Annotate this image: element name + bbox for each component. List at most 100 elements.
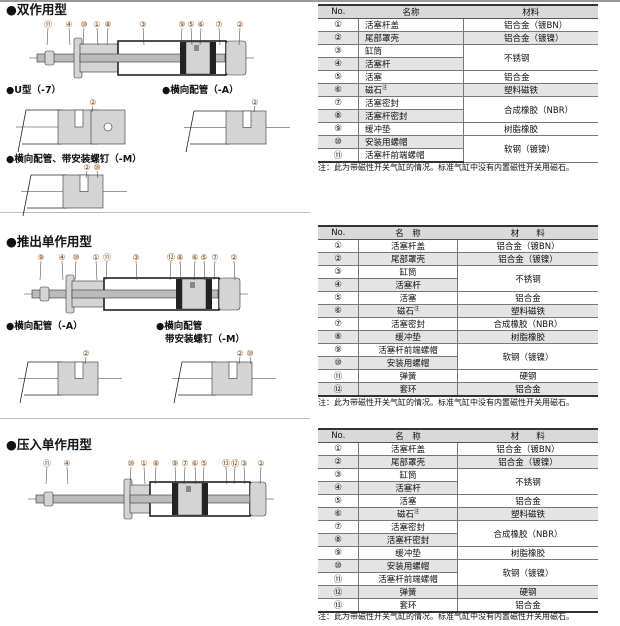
callout-leader xyxy=(174,466,177,485)
callout-leader xyxy=(213,260,216,281)
callout-label: ⑧ xyxy=(176,253,183,262)
part-name: 缸筒 xyxy=(358,265,458,279)
callout-label: ③ xyxy=(240,459,247,468)
part-material: 不锈钢 xyxy=(457,468,598,495)
callout-label: ⑪ xyxy=(103,253,111,262)
part-number: ⑥ xyxy=(318,507,359,521)
callout-leader xyxy=(74,260,77,281)
callout-leader xyxy=(68,27,71,46)
part-number: ⑩ xyxy=(318,559,359,573)
callout-label: ⑪ xyxy=(44,20,52,29)
magnet xyxy=(186,486,191,492)
part-material: 软钢（镀镍） xyxy=(457,343,598,370)
part-material: 软钢（镀镍） xyxy=(463,135,598,163)
part-material: 塑料磁铁 xyxy=(463,83,598,97)
table-note: 注：此为带磁性开关气缸的情况。标准气缸中没有内置磁性开关用磁石。 xyxy=(318,612,574,621)
part-number: ① xyxy=(318,239,359,253)
callout-leader xyxy=(105,260,108,281)
part-number: ⑥ xyxy=(318,304,359,318)
tube-outline xyxy=(19,361,62,404)
callout-leader xyxy=(143,466,146,485)
callout-label: ② xyxy=(83,163,90,172)
callout-leader xyxy=(82,27,85,46)
part-number: ⑪ xyxy=(318,572,359,586)
callout-label: ⑥ xyxy=(197,20,204,29)
callout-label: ② xyxy=(257,459,264,468)
callout-leader xyxy=(85,170,88,179)
callout-leader xyxy=(96,27,99,46)
callout-label: ⑩ xyxy=(127,459,134,468)
port xyxy=(74,109,84,128)
part-number: ④ xyxy=(318,57,359,71)
callout-label: ① xyxy=(93,20,100,29)
part-number: ④ xyxy=(318,481,359,495)
part-material: 硬钢 xyxy=(457,369,598,383)
callout-label: ④ xyxy=(65,20,72,29)
part-name: 套环 xyxy=(358,382,458,397)
callout-leader xyxy=(179,260,182,281)
callout-leader xyxy=(203,260,206,281)
callout-leader xyxy=(225,466,228,485)
callout-label: ⑥ xyxy=(191,253,198,262)
part-name: 弹簧 xyxy=(358,369,458,383)
callout-label: ⑦ xyxy=(211,253,218,262)
callout-label: ③ xyxy=(139,20,146,29)
callout-label: ⑤ xyxy=(200,253,207,262)
callout-leader xyxy=(243,466,246,485)
part-number: ⑦ xyxy=(318,520,359,534)
table-header-cell: 名 称 xyxy=(358,428,458,443)
part-name: 缸筒 xyxy=(358,468,458,482)
part-name: 安装用螺帽 xyxy=(358,356,458,370)
part-name: 活塞杆盖 xyxy=(358,18,464,32)
rod-end-nut xyxy=(44,50,55,66)
callout-label: ⑪ xyxy=(43,459,51,468)
section-divider xyxy=(0,212,310,213)
part-number: ④ xyxy=(318,278,359,292)
part-name: 活塞杆盖 xyxy=(358,442,458,456)
part-name: 磁石注 xyxy=(358,507,458,521)
part-name: 安装用螺帽 xyxy=(358,559,458,573)
part-material: 硬钢 xyxy=(457,585,598,599)
part-number: ⑧ xyxy=(318,109,359,123)
table-header-cell: 名 称 xyxy=(358,225,458,240)
head-cover xyxy=(249,481,267,517)
callout-leader xyxy=(199,27,202,46)
part-number: ② xyxy=(318,31,359,45)
port xyxy=(74,361,84,379)
part-number: ⑩ xyxy=(318,135,359,149)
top-rule xyxy=(0,0,620,2)
callout-label: ⑩ xyxy=(72,253,79,262)
subtitle-side-port-mount: ●横向配管、带安装螺钉（-M） xyxy=(6,154,142,165)
part-material: 铝合金 xyxy=(463,70,598,84)
part-name: 活塞杆 xyxy=(358,278,458,292)
head-cover xyxy=(218,277,241,311)
table-note: 注：此为带磁性开关气缸的情况。标准气缸中没有内置磁性开关用磁石。 xyxy=(318,163,574,172)
callout-leader xyxy=(249,356,252,365)
part-number: ⑬ xyxy=(318,598,359,613)
callout-label: ② xyxy=(82,349,89,358)
part-number: ③ xyxy=(318,468,359,482)
part-material: 合成橡胶（NBR） xyxy=(463,96,598,123)
footnote-mark: 注 xyxy=(414,509,420,516)
part-name: 活塞杆 xyxy=(358,57,464,71)
part-name: 活塞密封 xyxy=(358,96,464,110)
part-number: ⑫ xyxy=(318,382,359,397)
callout-label: ⑬ xyxy=(222,459,230,468)
callout-label: ② xyxy=(89,98,96,107)
subtitle-side-port: ●横向配管（-A） xyxy=(162,85,239,96)
part-material: 铝合金（镀镍） xyxy=(463,31,598,45)
callout-leader xyxy=(61,260,64,281)
